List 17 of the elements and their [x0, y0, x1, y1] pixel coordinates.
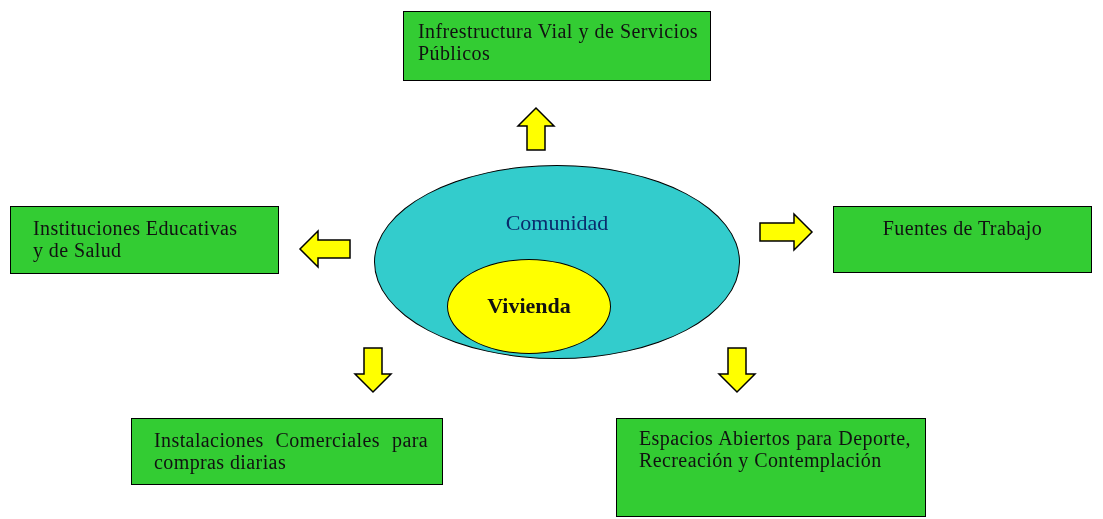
process-box — [10, 206, 279, 274]
process-box — [616, 418, 926, 517]
process-box — [403, 11, 711, 81]
block-arrow — [717, 347, 757, 394]
block-arrow — [759, 212, 814, 252]
block-arrow — [516, 106, 556, 151]
block-arrow — [353, 347, 393, 394]
box-label: Instalaciones Comerciales para compras diarias — [154, 429, 428, 473]
box-label: Fuentes de Trabajo — [881, 217, 1044, 239]
process-box — [833, 206, 1092, 273]
box-label: Infrestructura Vial y de Servicios Públicos — [418, 20, 698, 64]
ellipse-label: Vivienda — [486, 293, 572, 319]
process-box — [131, 418, 443, 485]
ellipse-label: Comunidad — [504, 210, 610, 236]
block-arrow — [298, 229, 351, 269]
box-label: Instituciones Educativas y de Salud — [33, 217, 238, 261]
box-label: Espacios Abiertos para Deporte, Recreación y Contemplación — [639, 427, 911, 471]
